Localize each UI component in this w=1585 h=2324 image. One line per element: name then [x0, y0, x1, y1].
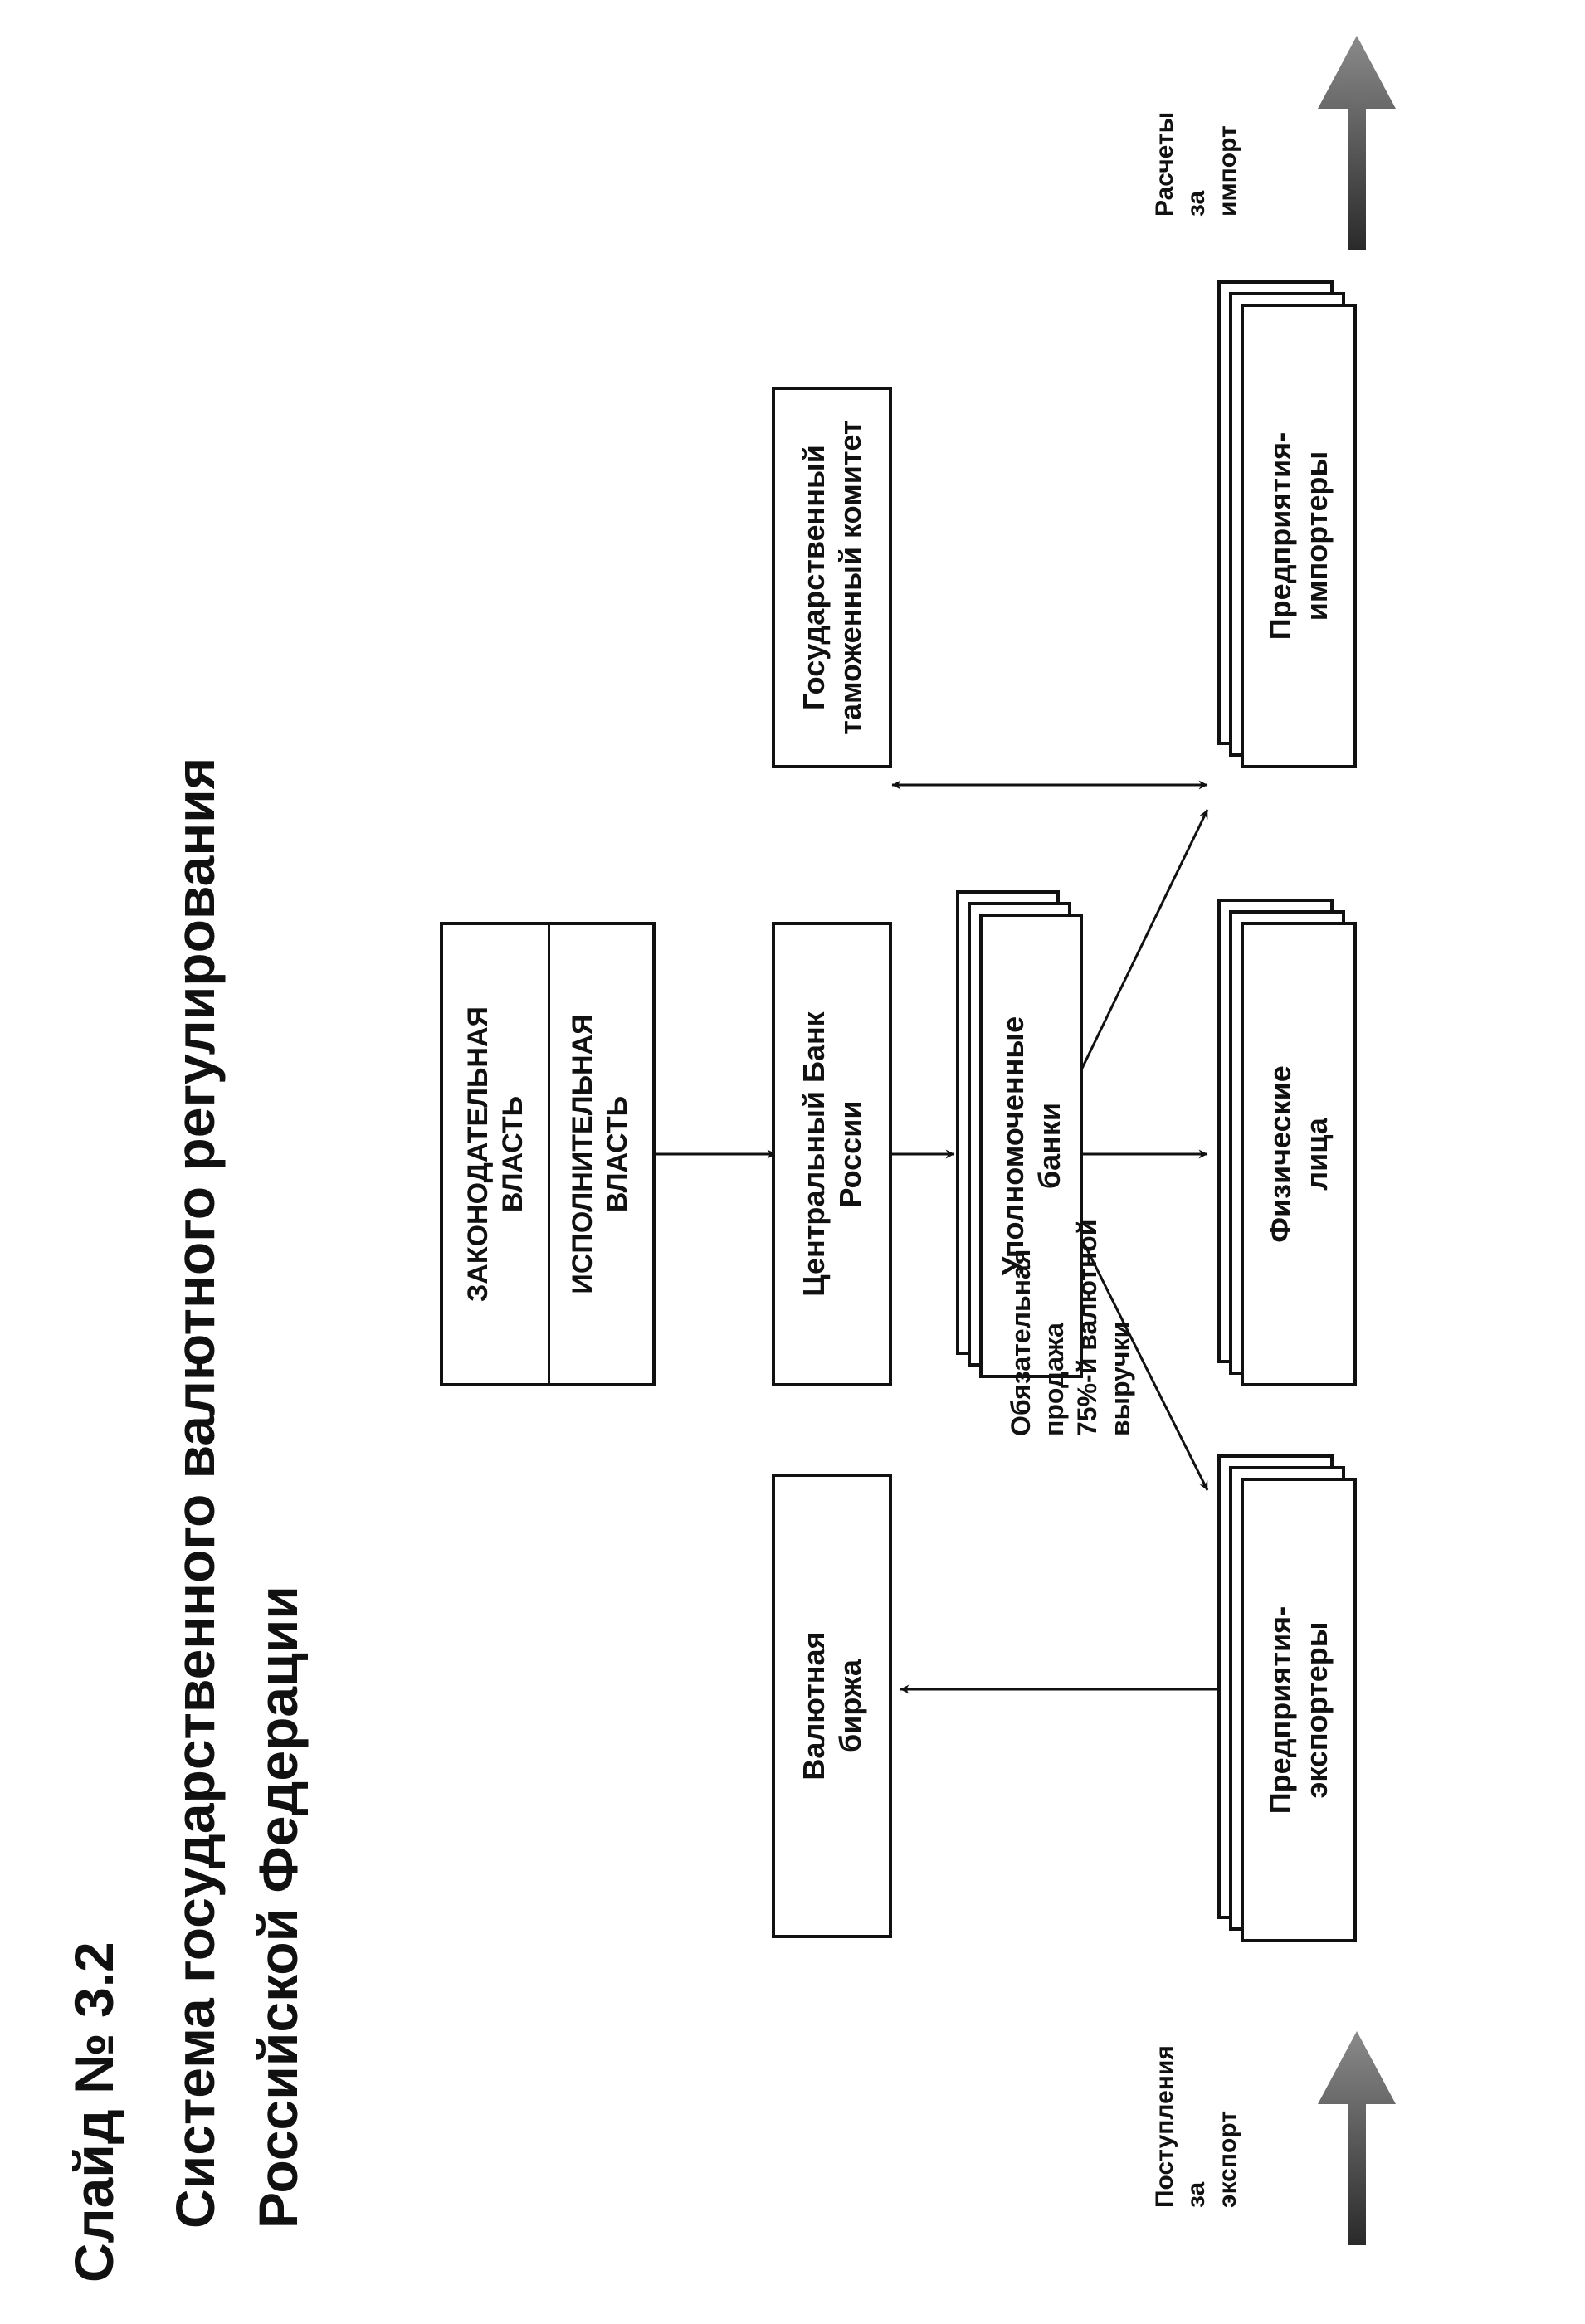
- arrow-banks-importers: [1073, 809, 1209, 1084]
- arrow-banks-exporters: [1073, 1224, 1209, 1491]
- individuals-stack: Физические лица: [1217, 899, 1357, 1386]
- import-flow-arrow-icon: [1318, 36, 1396, 250]
- export-receipts-label: Поступления за экспорт: [1151, 2045, 1241, 2208]
- individuals-box: Физические лица: [1241, 922, 1357, 1386]
- executive-power: ИСПОЛНИТЕЛЬНАЯ ВЛАСТЬ: [567, 1014, 633, 1294]
- authority-box: ЗАКОНОДАТЕЛЬНАЯ ВЛАСТЬ ИСПОЛНИТЕЛЬНАЯ ВЛ…: [440, 922, 656, 1386]
- legislative-power: ЗАКОНОДАТЕЛЬНАЯ ВЛАСТЬ: [443, 925, 550, 1383]
- mandatory-sale-label: Обязательная продажа 75%-й валютной выру…: [1006, 1219, 1135, 1436]
- customs-committee-box: Государственный таможенный комитет: [772, 387, 892, 768]
- exporters-box: Предприятия- экспортеры: [1241, 1478, 1357, 1942]
- import-payments-label: Расчеты за импорт: [1151, 111, 1241, 217]
- exporters-stack: Предприятия- экспортеры: [1217, 1454, 1357, 1942]
- central-bank-box: Центральный Банк России: [772, 922, 892, 1386]
- importers-box: Предприятия- импортеры: [1241, 304, 1357, 768]
- fx-exchange-box: Валютная биржа: [772, 1474, 892, 1938]
- importers-stack: Предприятия- импортеры: [1217, 280, 1357, 768]
- export-flow-arrow-icon: [1318, 2031, 1396, 2245]
